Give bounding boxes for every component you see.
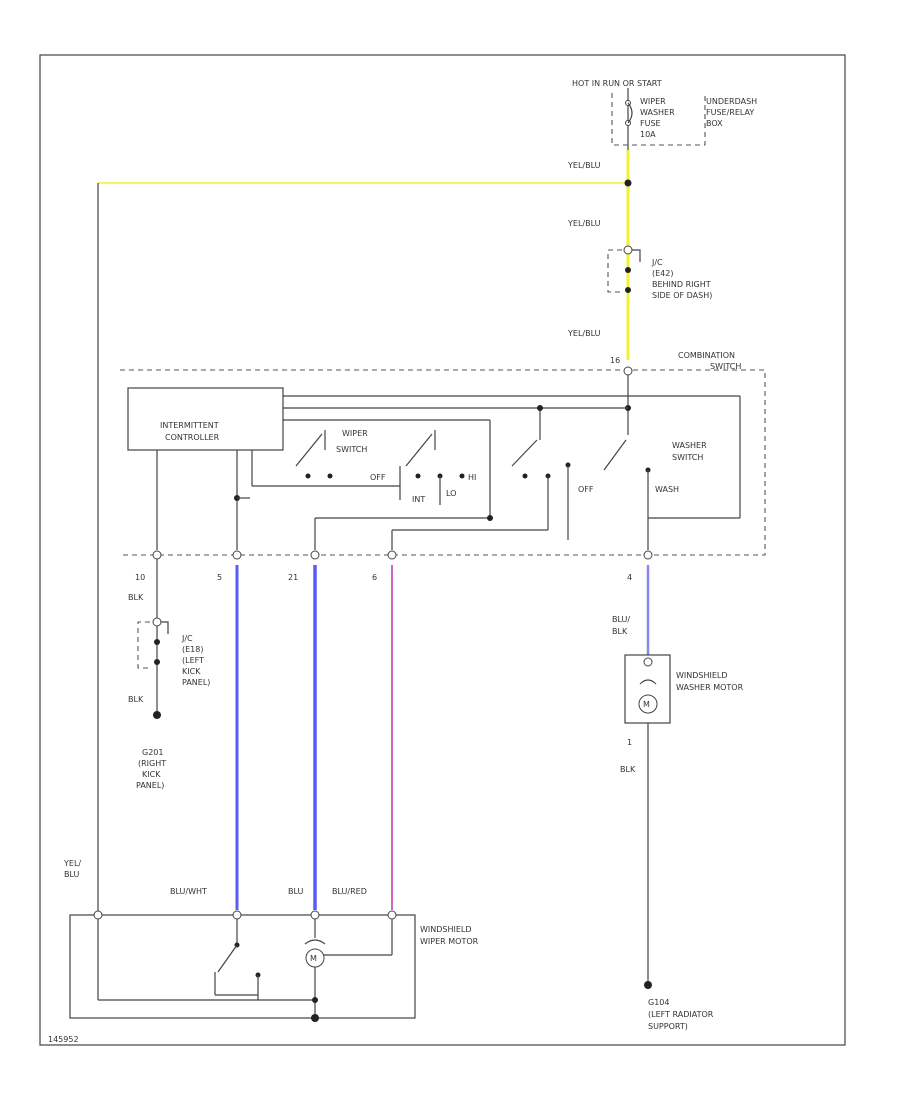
ground-g201-3: KICK — [142, 770, 161, 779]
svg-text:J/C: J/C — [651, 258, 663, 267]
ground-g201-2: (RIGHT — [138, 759, 166, 768]
intermittent-controller — [127, 387, 284, 451]
splice-dot — [624, 179, 632, 187]
washer-wash: WASH — [655, 485, 679, 494]
pin-21: 21 — [288, 573, 298, 582]
controller-label-2: CONTROLLER — [165, 433, 220, 442]
wiper-motor-label-2: WIPER MOTOR — [420, 937, 479, 946]
wiper-switch-label-2: SWITCH — [336, 445, 367, 454]
washer-motor-label-1: WINDSHIELD — [676, 671, 728, 680]
switch-internal-wiring — [156, 375, 741, 550]
svg-text:WIPER: WIPER — [640, 97, 666, 106]
diagram-id: 145952 — [48, 1035, 79, 1044]
svg-text:(E42): (E42) — [652, 269, 673, 278]
washer-off: OFF — [578, 485, 594, 494]
junction-e42: J/C (E42) BEHIND RIGHT SIDE OF DASH) — [607, 245, 712, 300]
wiper-motor-box — [69, 914, 416, 1019]
switch-connector-pins — [152, 550, 653, 560]
wire-label-blu: BLU — [288, 887, 304, 896]
combination-switch-title-2: SWITCH — [710, 362, 741, 371]
ground-g104-3: SUPPORT) — [648, 1022, 688, 1031]
pin-10: 10 — [135, 573, 145, 582]
washer-motor-internal — [638, 657, 658, 714]
pin-16: 16 — [610, 356, 620, 365]
ground-g104-2: (LEFT RADIATOR — [648, 1010, 714, 1019]
junction-e18-3: (LEFT — [182, 656, 204, 665]
wire-label-blu-wht: BLU/WHT — [170, 887, 207, 896]
svg-text:FUSE/RELAY: FUSE/RELAY — [706, 108, 754, 117]
svg-text:UNDERDASH: UNDERDASH — [706, 97, 757, 106]
diagram-frame — [39, 54, 846, 1046]
ground-g104-1: G104 — [648, 998, 669, 1007]
junction-e18-2: (E18) — [182, 645, 203, 654]
svg-text:FUSE: FUSE — [640, 119, 661, 128]
wire-label-blk-2: BLK — [128, 695, 144, 704]
ground-g201-4: PANEL) — [136, 781, 164, 790]
washer-motor-label-2: WASHER MOTOR — [676, 683, 744, 692]
combination-switch-box — [120, 369, 766, 556]
combination-switch-title: COMBINATION — [678, 351, 735, 360]
pin-6: 6 — [372, 573, 377, 582]
wiper-motor-symbol: M — [310, 954, 317, 963]
wire-label-yel-blu-2: YEL/BLU — [567, 219, 601, 228]
junction-e18-5: PANEL) — [182, 678, 210, 687]
controller-label-1: INTERMITTENT — [160, 421, 219, 430]
pos-lo: LO — [446, 489, 456, 498]
pin-4: 4 — [627, 573, 632, 582]
svg-text:WASHER: WASHER — [640, 108, 675, 117]
wire-label-blu-blk-2: BLK — [612, 627, 628, 636]
ground-branch-left — [137, 559, 169, 719]
pin-1: 1 — [627, 738, 632, 747]
wiper-switch-label-1: WIPER — [342, 429, 368, 438]
svg-text:SIDE OF DASH): SIDE OF DASH) — [652, 291, 712, 300]
junction-e18-4: KICK — [182, 667, 201, 676]
pos-off: OFF — [370, 473, 386, 482]
wiper-motor-internal — [93, 910, 397, 1022]
junction-e18-1: J/C — [181, 634, 193, 643]
power-source-label: HOT IN RUN OR START — [572, 79, 662, 88]
washer-switch-label-1: WASHER — [672, 441, 707, 450]
ground-g104-dot — [644, 981, 652, 989]
pos-hi: HI — [468, 473, 476, 482]
washer-motor-symbol: M — [643, 700, 650, 709]
washer-switch-label-2: SWITCH — [672, 453, 703, 462]
wire-label-blu-red: BLU/RED — [332, 887, 367, 896]
fuse: WIPER WASHER FUSE 10A UNDERDASH FUSE/REL… — [611, 88, 757, 150]
svg-text:BOX: BOX — [706, 119, 723, 128]
ground-g201-1: G201 — [142, 748, 163, 757]
wire-label-yel-blu-3: YEL/BLU — [567, 329, 601, 338]
wire-label-blk-3: BLK — [620, 765, 636, 774]
wire-label-yel-blu-1: YEL/BLU — [567, 161, 601, 170]
pos-int: INT — [412, 495, 425, 504]
svg-text:BEHIND RIGHT: BEHIND RIGHT — [652, 280, 711, 289]
svg-text:10A: 10A — [640, 130, 656, 139]
wire-label-yel-blu-left-1: YEL/ — [63, 859, 81, 868]
wire-label-yel-blu-left-2: BLU — [64, 870, 80, 879]
wire-label-blu-blk-1: BLU/ — [612, 615, 630, 624]
pin-5: 5 — [217, 573, 222, 582]
wiper-motor-label-1: WINDSHIELD — [420, 925, 472, 934]
wire-label-blk-1: BLK — [128, 593, 144, 602]
